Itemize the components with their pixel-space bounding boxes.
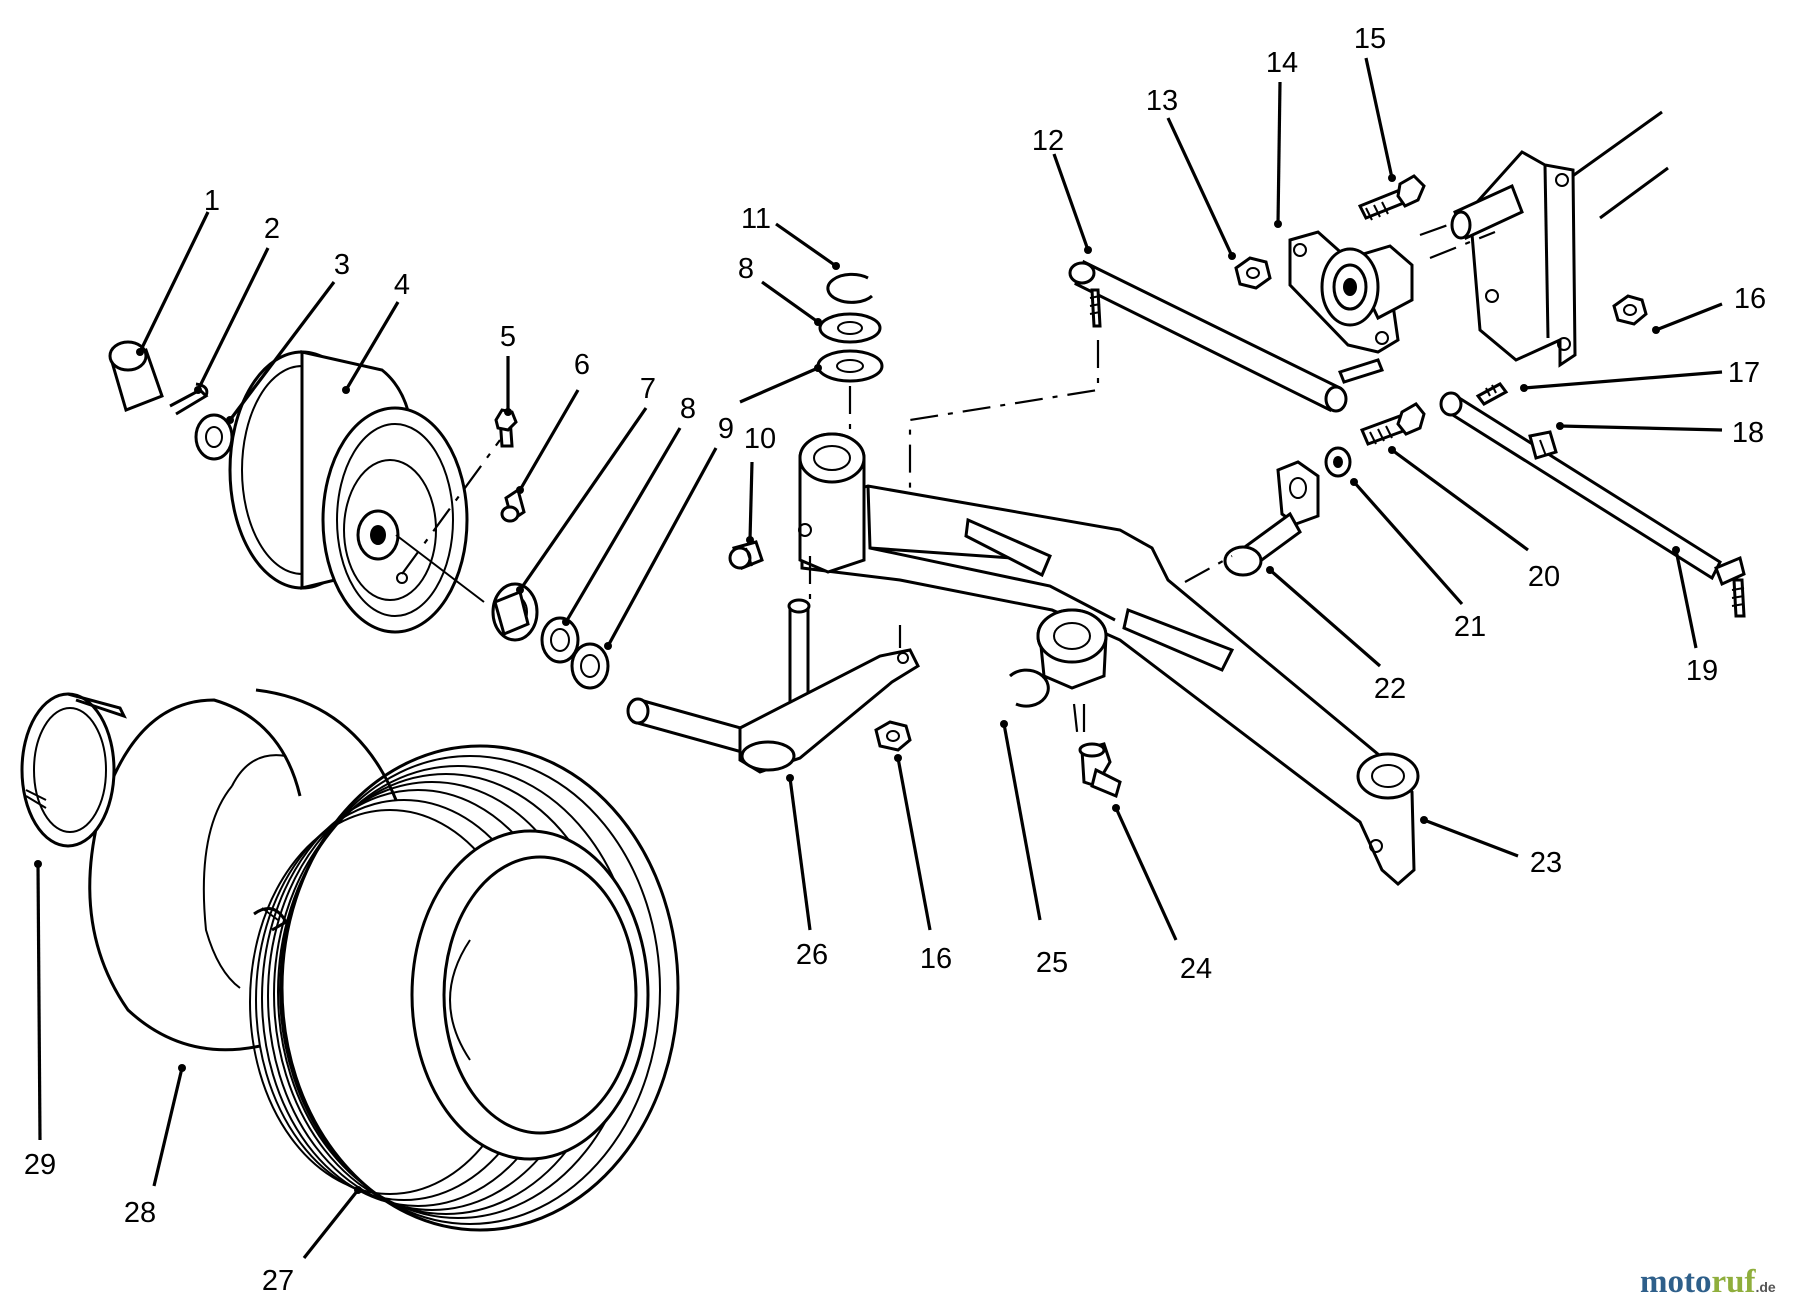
part-label-12: 12: [1032, 125, 1064, 157]
part-label-17: 17: [1728, 357, 1760, 389]
part-label-2: 2: [264, 213, 280, 245]
part-label-8b: 8: [680, 393, 696, 425]
part-label-20: 20: [1528, 561, 1560, 593]
part-labels: 1 2 3 4 5 6 7 8 9 10 11 8 12 13 14 15 16…: [24, 23, 1766, 1297]
svg-text:motoruf.de: motoruf.de: [1640, 1264, 1776, 1300]
frame-bracket: [1419, 110, 1669, 368]
part-label-23: 23: [1530, 847, 1562, 879]
tire: [249, 744, 680, 1232]
part-label-19: 19: [1686, 655, 1718, 687]
leader-lines: [34, 57, 1723, 1259]
rim-ring: [20, 692, 127, 848]
bearing-flange: [1234, 174, 1426, 354]
part-label-1: 1: [204, 185, 220, 217]
part-label-8a: 8: [738, 253, 754, 285]
part-label-14: 14: [1266, 47, 1298, 79]
tie-rod-upper: [908, 259, 1384, 488]
spindle-stack: [728, 272, 884, 570]
part-label-10: 10: [744, 423, 776, 455]
part-label-15: 15: [1354, 23, 1386, 55]
spindle-assembly: [626, 556, 1122, 799]
part-label-9a: 9: [718, 413, 734, 445]
part-label-25: 25: [1036, 947, 1068, 979]
part-label-16b: 16: [920, 943, 952, 975]
part-label-7: 7: [640, 373, 656, 405]
front-axle: [798, 432, 1420, 886]
part-label-16a: 16: [1734, 283, 1766, 315]
part-label-13: 13: [1146, 85, 1178, 117]
part-label-18: 18: [1732, 417, 1764, 449]
watermark-logo: motoruf.de: [1640, 1264, 1776, 1300]
part-label-11: 11: [741, 203, 771, 235]
part-label-26: 26: [796, 939, 828, 971]
part-label-24: 24: [1180, 953, 1212, 985]
part-label-22: 22: [1374, 673, 1406, 705]
watermark-brand-left: moto: [1640, 1264, 1711, 1300]
watermark-brand-right: ruf: [1711, 1264, 1756, 1300]
part-label-27: 27: [262, 1265, 294, 1297]
part-label-4: 4: [394, 269, 410, 301]
pivot-hardware: [1184, 402, 1426, 583]
part-label-5: 5: [500, 321, 516, 353]
wheel-hub: [108, 340, 610, 690]
part-label-3: 3: [334, 249, 350, 281]
part-label-28: 28: [124, 1197, 156, 1229]
watermark-tld: .de: [1755, 1279, 1775, 1295]
part-label-29: 29: [24, 1149, 56, 1181]
part-label-21: 21: [1454, 611, 1486, 643]
part-label-6: 6: [574, 349, 590, 381]
drag-link: [1439, 294, 1746, 618]
